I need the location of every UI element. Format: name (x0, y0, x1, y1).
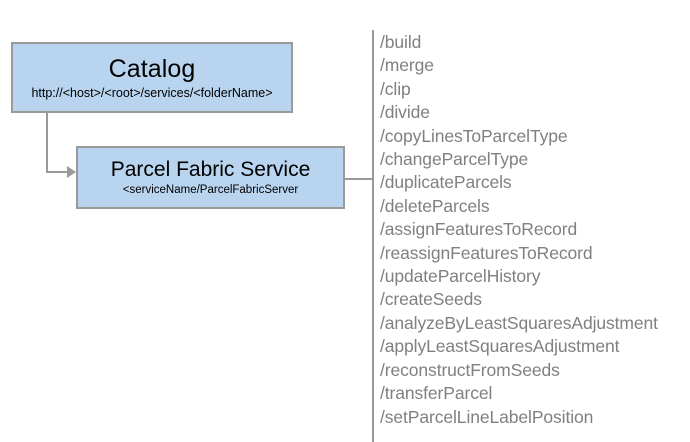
operation-list-item[interactable]: /duplicateParcels (380, 172, 512, 193)
catalog-node-title: Catalog (108, 55, 196, 83)
operation-list-item[interactable]: /merge (380, 55, 434, 76)
operation-list-item[interactable]: /build (380, 32, 422, 52)
operation-list-item[interactable]: /analyzeByLeastSquaresAdjustment (380, 312, 658, 333)
operation-list-item[interactable]: /divide (380, 102, 430, 123)
operation-list-item[interactable]: /transferParcel (380, 383, 493, 404)
catalog-node[interactable]: Catalog http://<host>/<root>/services/<f… (11, 42, 293, 113)
operation-list-item[interactable]: /reconstructFromSeeds (380, 359, 560, 380)
operation-list-item[interactable]: /clip (380, 78, 411, 99)
operations-divider-line (372, 30, 374, 442)
arrow-right-icon (67, 166, 76, 178)
operation-list-item[interactable]: /deleteParcels (380, 195, 490, 216)
connector-vertical-segment (46, 113, 48, 173)
parcel-fabric-service-node-path: <serviceName/ParcelFabricServer (122, 184, 299, 197)
operation-list-item[interactable]: /applyLeastSquaresAdjustment (380, 336, 620, 357)
operation-list-item[interactable]: /setParcelLineLabelPosition (380, 406, 594, 427)
operation-list-item[interactable]: /copyLinesToParcelType (380, 125, 568, 146)
operation-list-item[interactable]: /updateParcelHistory (380, 266, 541, 287)
operations-list: /build/merge/clip/divide/copyLinesToParc… (380, 31, 686, 429)
catalog-node-url: http://<host>/<root>/services/<folderNam… (31, 86, 273, 101)
operation-list-item[interactable]: /assignFeaturesToRecord (380, 219, 578, 240)
operation-list-item[interactable]: /changeParcelType (380, 149, 529, 170)
operation-list-item[interactable]: /reassignFeaturesToRecord (380, 242, 593, 263)
parcel-fabric-service-node-title: Parcel Fabric Service (110, 158, 311, 182)
parcel-fabric-service-node[interactable]: Parcel Fabric Service <serviceName/Parce… (76, 146, 345, 209)
operation-list-item[interactable]: /createSeeds (380, 289, 482, 310)
connector-horizontal-segment (46, 171, 69, 173)
connector-operations-stub (345, 178, 374, 180)
